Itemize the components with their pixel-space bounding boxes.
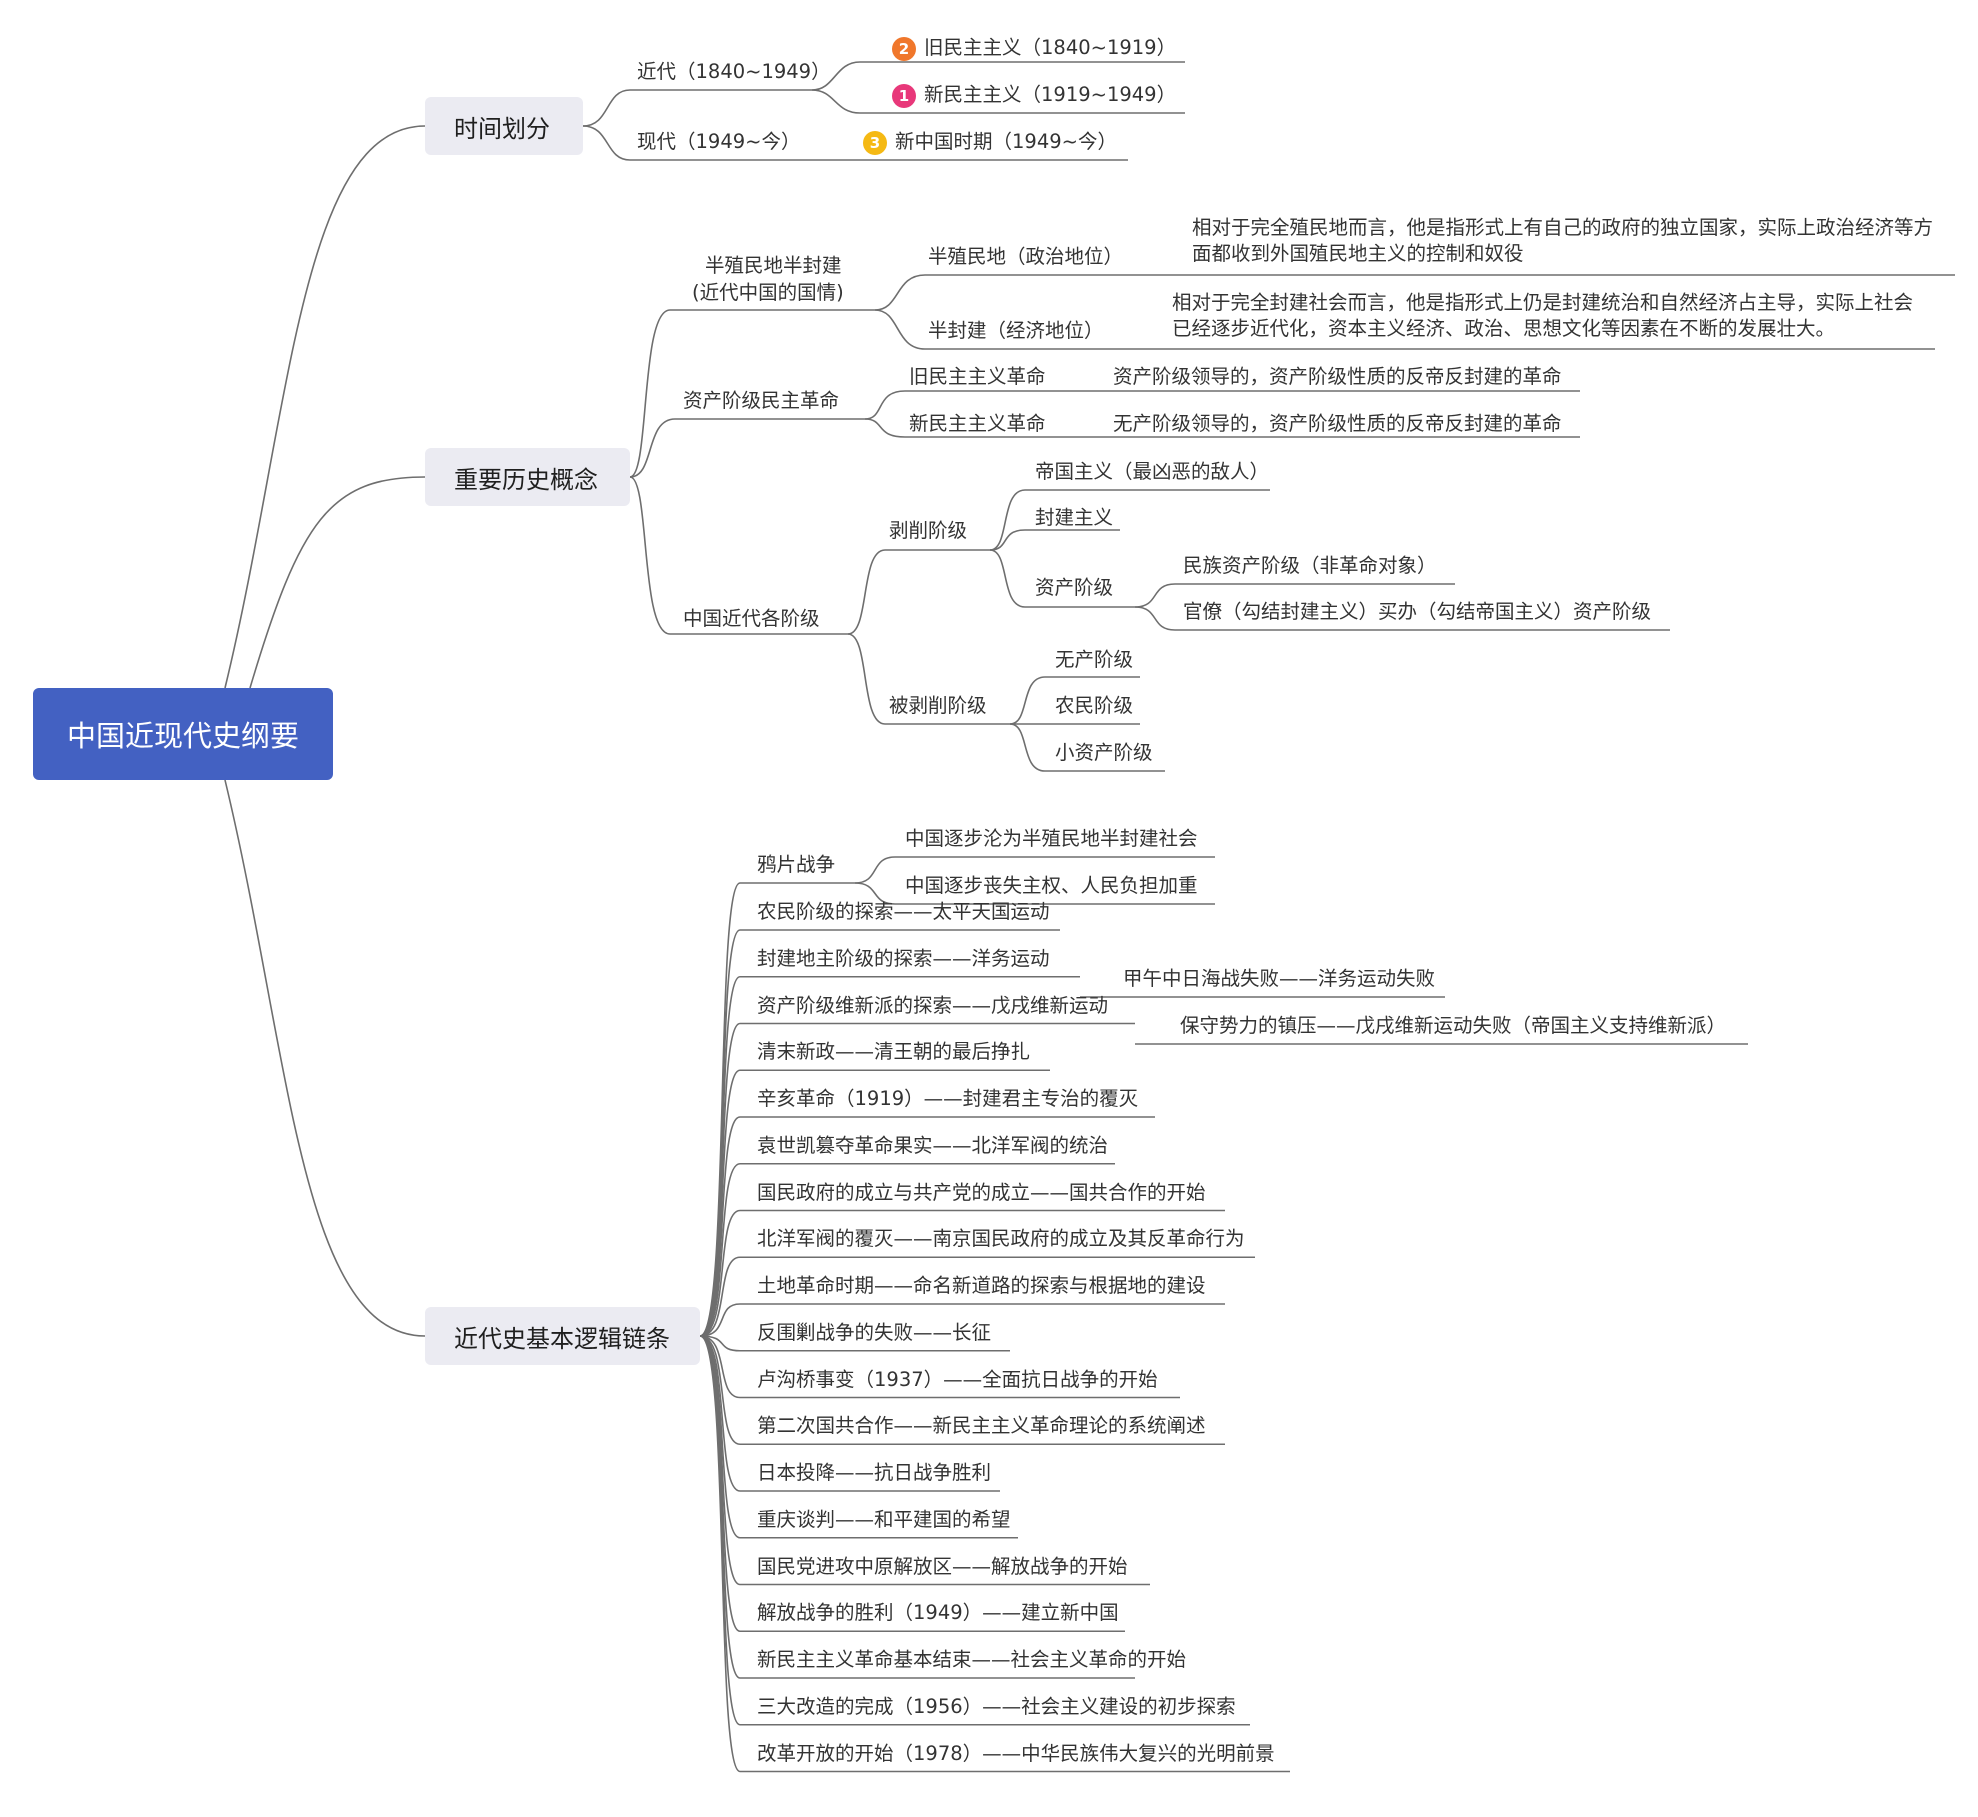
node-petty-bourgeoisie[interactable]: 小资产阶级 <box>1055 741 1153 764</box>
chain-item[interactable]: 封建地主阶级的探索——洋务运动 <box>757 946 1050 970</box>
node-wuxu-failure[interactable]: 保守势力的镇压——戊戌维新运动失败（帝国主义支持维新派） <box>1180 1014 1727 1037</box>
node-national-bourgeoisie[interactable]: 民族资产阶级（非革命对象） <box>1183 554 1437 577</box>
old-revolution-description: 资产阶级领导的，资产阶级性质的反帝反封建的革命 <box>1113 365 1562 388</box>
chain-item[interactable]: 三大改造的完成（1956）——社会主义建设的初步探索 <box>757 1694 1236 1718</box>
node-semicolonial[interactable]: 半殖民地（政治地位） <box>928 245 1124 268</box>
chain-connector <box>699 1335 1180 1399</box>
chain-item[interactable]: 第二次国共合作——新民主主义革命理论的系统阐述 <box>757 1414 1206 1438</box>
node-bureaucratic-bourgeoisie[interactable]: 官僚（勾结封建主义）买办（勾结帝国主义）资产阶级 <box>1183 600 1652 623</box>
node-modern-classes[interactable]: 中国近代各阶级 <box>683 607 820 630</box>
chain-item[interactable]: 日本投降——抗日战争胜利 <box>757 1461 992 1484</box>
node-peasants[interactable]: 农民阶级 <box>1055 694 1134 717</box>
chain-item[interactable]: 农民阶级的探索——太平天国运动 <box>757 900 1050 923</box>
chain-item[interactable]: 清末新政——清王朝的最后挣扎 <box>757 1040 1031 1064</box>
chain-item[interactable]: 资产阶级维新派的探索——戊戌维新运动 <box>757 993 1109 1017</box>
node-logic-chain[interactable]: 近代史基本逻辑链条 <box>425 1307 700 1365</box>
node-semicolonial-semifeudal-l1[interactable]: 半殖民地半封建 <box>705 254 842 277</box>
chain-connector <box>699 1116 1155 1337</box>
chain-connector <box>699 1256 1255 1337</box>
node-new-china[interactable]: 新中国时期（1949~今） <box>895 130 1117 153</box>
node-semicolonial-semifeudal-l2: (近代中国的国情) <box>692 281 844 304</box>
semicolonial-description: 相对于完全殖民地而言，他是指形式上有自己的政府的独立国家，实际上政治经济等方面都… <box>1192 216 1934 265</box>
chain-connector <box>699 1209 1225 1337</box>
node-new-revolution[interactable]: 新民主主义革命 <box>909 412 1046 435</box>
node-modern-period[interactable]: 近代（1840~1949） <box>637 60 831 83</box>
priority-1-icon: 1 <box>892 84 916 108</box>
node-old-revolution[interactable]: 旧民主主义革命 <box>909 365 1046 388</box>
chain-item[interactable]: 新民主主义革命基本结束——社会主义革命的开始 <box>757 1648 1187 1671</box>
chain-connector <box>699 1303 1225 1337</box>
node-contemporary-period[interactable]: 现代（1949~今） <box>637 130 801 153</box>
node-old-democratic[interactable]: 旧民主主义（1840~1919） <box>924 36 1177 59</box>
chain-item[interactable]: 改革开放的开始（1978）——中华民族伟大复兴的光明前景 <box>757 1741 1275 1765</box>
chain-item[interactable]: 土地革命时期——命名新道路的探索与根据地的建设 <box>757 1274 1206 1297</box>
chain-connector <box>699 1069 1050 1337</box>
node-exploiting-class[interactable]: 剥削阶级 <box>889 519 968 542</box>
root-node[interactable]: 中国近现代史纲要 <box>33 688 333 780</box>
new-revolution-description: 无产阶级领导的，资产阶级性质的反帝反封建的革命 <box>1113 412 1562 435</box>
chain-item[interactable]: 解放战争的胜利（1949）——建立新中国 <box>757 1601 1119 1625</box>
node-bourgeois-revolution[interactable]: 资产阶级民主革命 <box>683 389 840 412</box>
chain-connector <box>699 1335 1000 1492</box>
node-opium-consequence-1[interactable]: 中国逐步沦为半殖民地半封建社会 <box>905 827 1198 850</box>
node-time-division[interactable]: 时间划分 <box>425 97 583 155</box>
chain-item[interactable]: 重庆谈判——和平建国的希望 <box>757 1507 1011 1531</box>
node-proletariat[interactable]: 无产阶级 <box>1055 648 1134 671</box>
node-bourgeoisie[interactable]: 资产阶级 <box>1035 576 1114 599</box>
priority-2-icon: 2 <box>892 37 916 61</box>
chain-item[interactable]: 国民政府的成立与共产党的成立——国共合作的开始 <box>757 1180 1206 1204</box>
priority-3-icon: 3 <box>863 131 887 155</box>
chain-connector <box>699 1335 1010 1352</box>
chain-connector <box>699 1162 1115 1337</box>
chain-connector <box>699 1335 1225 1446</box>
chain-item[interactable]: 袁世凯篡夺革命果实——北洋军阀的统治 <box>757 1133 1109 1157</box>
node-new-democratic[interactable]: 新民主主义（1919~1949） <box>924 83 1177 106</box>
chain-item[interactable]: 国民党进攻中原解放区——解放战争的开始 <box>757 1554 1128 1578</box>
chain-item[interactable]: 辛亥革命（1919）——封建君主专治的覆灭 <box>757 1087 1139 1110</box>
node-opium-war[interactable]: 鸦片战争 <box>757 853 836 876</box>
chain-item[interactable]: 反围剿战争的失败——长征 <box>757 1320 992 1344</box>
chain-item[interactable]: 卢沟桥事变（1937）——全面抗日战争的开始 <box>757 1367 1158 1391</box>
node-important-concepts[interactable]: 重要历史概念 <box>425 448 630 506</box>
node-exploited-class[interactable]: 被剥削阶级 <box>889 694 987 717</box>
chain-connector <box>699 1335 1290 1773</box>
node-feudalism[interactable]: 封建主义 <box>1035 506 1114 529</box>
node-semifeudal[interactable]: 半封建（经济地位） <box>928 319 1104 342</box>
semifeudal-description: 相对于完全封建社会而言，他是指形式上仍是封建统治和自然经济占主导，实际上社会已经… <box>1172 291 1914 340</box>
node-yangwu-failure[interactable]: 甲午中日海战失败——洋务运动失败 <box>1123 967 1436 990</box>
node-imperialism[interactable]: 帝国主义（最凶恶的敌人） <box>1035 460 1270 483</box>
node-opium-consequence-2[interactable]: 中国逐步丧失主权、人民负担加重 <box>905 874 1198 897</box>
chain-item[interactable]: 北洋军阀的覆灭——南京国民政府的成立及其反革命行为 <box>757 1227 1245 1251</box>
